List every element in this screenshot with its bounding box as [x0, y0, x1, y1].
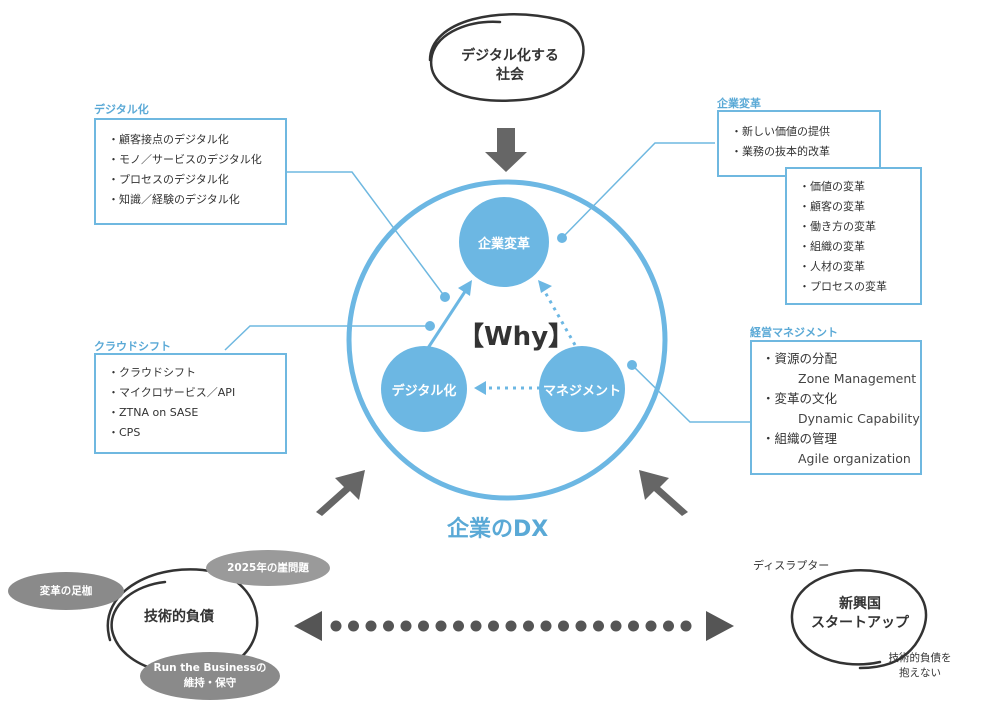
connector-dot-management [627, 360, 637, 370]
dot [400, 620, 412, 632]
arrowhead-management-to-digital [474, 381, 486, 395]
cloud-item: CPS [108, 423, 285, 443]
digital-box: 顧客接点のデジタル化 モノ／サービスのデジタル化 プロセスのデジタル化 知識／経… [94, 118, 287, 225]
management-group-sub: Zone Management [798, 371, 917, 386]
dot [680, 620, 692, 632]
connector-dot-cloud [425, 321, 435, 331]
cloud-list: クラウドシフト マイクロサービス／API ZTNA on SASE CPS [108, 363, 285, 443]
society-sketch-circle [428, 13, 585, 102]
dot [523, 620, 534, 632]
dot [610, 620, 622, 632]
dot [628, 620, 639, 632]
dot [418, 620, 429, 632]
cloud-item: ZTNA on SASE [108, 403, 285, 423]
dot [488, 620, 499, 632]
connector-dot-corporate [557, 233, 567, 243]
arrow-digital-to-corporate [426, 289, 468, 349]
dot [558, 620, 569, 632]
startup-label: 新興国 スタートアップ [805, 594, 915, 634]
blob-transformation-shackle: 変革の足枷 [8, 572, 124, 610]
management-group-head: 組織の管理 [762, 429, 920, 449]
run-business-line1: Run the Businessの [153, 662, 267, 674]
blob-2025-cliff: 2025年の崖問題 [206, 550, 330, 586]
digital-item: 知識／経験のデジタル化 [108, 190, 285, 210]
node-management: マネジメント [539, 346, 625, 432]
dot [365, 620, 377, 632]
society-line1: デジタル化する [461, 48, 559, 64]
connector-dot-digital [440, 292, 450, 302]
connector-corporate [561, 142, 715, 239]
society-line2: 社会 [496, 67, 524, 83]
cloud-box-title: クラウドシフト [94, 340, 171, 353]
connector-management [631, 364, 750, 423]
arrowhead-management-to-corporate [538, 280, 552, 293]
management-box-title: 経営マネジメント [750, 326, 838, 339]
corporate-sub-item: 顧客の変革 [799, 197, 920, 217]
arrow-management-to-corporate [543, 291, 577, 346]
dx-title: 企業のDX [447, 517, 549, 542]
bottom-right-arrowhead [706, 611, 734, 641]
dx-big-circle [346, 179, 668, 501]
digital-item: モノ／サービスのデジタル化 [108, 150, 285, 170]
dot [435, 620, 447, 632]
dot [505, 620, 517, 632]
management-group-head: 変革の文化 [762, 389, 920, 409]
society-label: デジタル化する 社会 [455, 44, 565, 88]
cloud-item: クラウドシフト [108, 363, 285, 383]
management-box: 資源の分配 Zone Management 変革の文化 Dynamic Capa… [750, 340, 922, 475]
dot [663, 620, 674, 632]
startup-sketch-circle [790, 569, 928, 670]
dot [348, 620, 359, 632]
cloud-box: クラウドシフト マイクロサービス／API ZTNA on SASE CPS [94, 353, 287, 454]
corporate-box-title: 企業変革 [717, 97, 761, 110]
dot [453, 620, 464, 632]
digital-list: 顧客接点のデジタル化 モノ／サービスのデジタル化 プロセスのデジタル化 知識／経… [108, 130, 285, 210]
bottom-dotted-line [330, 620, 692, 632]
tech-debt-label: 技術的負債 [144, 609, 214, 625]
left-up-arrow-icon [316, 470, 365, 516]
digital-item: プロセスのデジタル化 [108, 170, 285, 190]
note-line2: 抱えない [899, 667, 941, 679]
connector-digital [287, 171, 446, 298]
corporate-sub-item: 組織の変革 [799, 237, 920, 257]
corporate-item: 新しい価値の提供 [731, 122, 879, 142]
node-corporate-change: 企業変革 [459, 197, 549, 287]
corporate-sub-item: 働き方の変革 [799, 217, 920, 237]
startup-line2: スタートアップ [811, 615, 909, 631]
corporate-item: 業務の抜本的改革 [731, 142, 879, 162]
why-label: 【Why】 [458, 322, 575, 352]
corporate-list: 新しい価値の提供 業務の抜本的改革 [731, 122, 879, 162]
dot [575, 620, 587, 632]
management-group-sub: Agile organization [798, 451, 911, 466]
run-business-line2: 維持・保守 [183, 677, 237, 689]
arrowhead-digital-to-corporate [458, 280, 472, 296]
dot [645, 620, 657, 632]
digital-item: 顧客接点のデジタル化 [108, 130, 285, 150]
digital-box-title: デジタル化 [94, 103, 149, 116]
corporate-sub-box: 価値の変革 顧客の変革 働き方の変革 組織の変革 人材の変革 プロセスの変革 [785, 167, 922, 305]
dot [330, 620, 342, 632]
node-digitalization: デジタル化 [381, 346, 467, 432]
right-up-arrow-icon [639, 470, 688, 516]
dot [470, 620, 482, 632]
corporate-sub-item: プロセスの変革 [799, 277, 920, 297]
cloud-item: マイクロサービス／API [108, 383, 285, 403]
dot [593, 620, 604, 632]
dot [383, 620, 394, 632]
blob-run-the-business: Run the Businessの 維持・保守 [140, 652, 280, 700]
note-line1: 技術的負債を [888, 652, 952, 664]
startup-line1: 新興国 [839, 596, 881, 612]
management-group-sub: Dynamic Capability [798, 411, 920, 426]
connector-cloud [224, 325, 428, 351]
bottom-left-arrowhead [294, 611, 322, 641]
corporate-sub-list: 価値の変革 顧客の変革 働き方の変革 組織の変革 人材の変革 プロセスの変革 [799, 177, 920, 297]
dot [540, 620, 552, 632]
disrupter-label: ディスラプター [753, 559, 830, 572]
management-group-head: 資源の分配 [762, 349, 920, 369]
down-arrow-icon [485, 128, 527, 172]
corporate-sub-item: 人材の変革 [799, 257, 920, 277]
corporate-sub-item: 価値の変革 [799, 177, 920, 197]
no-tech-debt-note: 技術的負債を 抱えない [870, 650, 970, 682]
